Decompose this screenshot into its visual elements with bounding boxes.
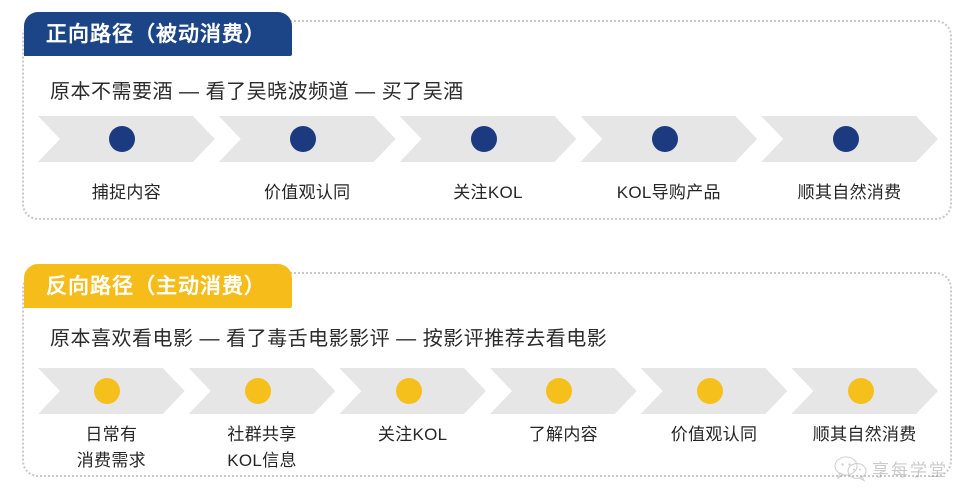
forward-step-label-5: 顺其自然消费 [797,183,902,202]
forward-step-chevron-2 [219,116,396,162]
forward-path-tab-label: 正向路径（被动消费） [46,22,266,46]
step-dot-icon [245,378,271,404]
reverse-path-chevron-row [38,368,938,414]
reverse-step-label-6: 顺其自然消费 [812,425,917,444]
step-dot-icon [290,126,316,152]
forward-step-label-2: 价值观认同 [263,183,351,202]
reverse-step-label-4: 了解内容 [528,425,598,444]
reverse-step-chevron-6 [791,368,938,414]
forward-step-label-4: KOL导购产品 [616,183,721,202]
reverse-path-tab-label: 反向路径（主动消费） [46,274,266,298]
forward-path-tab: 正向路径（被动消费） [24,12,292,56]
forward-step-chevron-1 [38,116,215,162]
forward-step-chevron-4 [580,116,757,162]
reverse-step-chevron-3 [339,368,486,414]
forward-path-chevron-row [38,116,938,162]
reverse-path-tab: 反向路径（主动消费） [24,264,292,308]
forward-step-chevron-5 [761,116,938,162]
step-dot-icon [697,378,723,404]
forward-path-subtitle: 原本不需要酒 — 看了吴晓波频道 — 买了吴酒 [50,81,464,103]
step-dot-icon [471,126,497,152]
reverse-path-label-row: 日常有 消费需求 社群共享 KOL信息 关注KOL 了解内容 价值观认同 顺其自… [38,422,938,473]
reverse-step-chevron-2 [189,368,336,414]
reverse-path-subtitle: 原本喜欢看电影 — 看了毒舌电影影评 — 按影评推荐去看电影 [50,328,608,350]
reverse-step-chevron-5 [641,368,788,414]
forward-path-label-row: 捕捉内容 价值观认同 关注KOL KOL导购产品 顺其自然消费 [38,180,938,206]
step-dot-icon [546,378,572,404]
reverse-step-chevron-1 [38,368,185,414]
forward-step-label-3: 关注KOL [453,183,523,202]
forward-step-label-1: 捕捉内容 [91,183,161,202]
reverse-step-label-3: 关注KOL [377,425,448,444]
reverse-step-label-5: 价值观认同 [670,425,758,444]
reverse-step-chevron-4 [490,368,637,414]
step-dot-icon [833,126,859,152]
reverse-step-label-2: 社群共享 KOL信息 [227,425,297,470]
step-dot-icon [848,378,874,404]
step-dot-icon [652,126,678,152]
forward-step-chevron-3 [400,116,577,162]
step-dot-icon [396,378,422,404]
reverse-step-label-1: 日常有 消费需求 [76,425,146,470]
step-dot-icon [109,126,135,152]
step-dot-icon [94,378,120,404]
